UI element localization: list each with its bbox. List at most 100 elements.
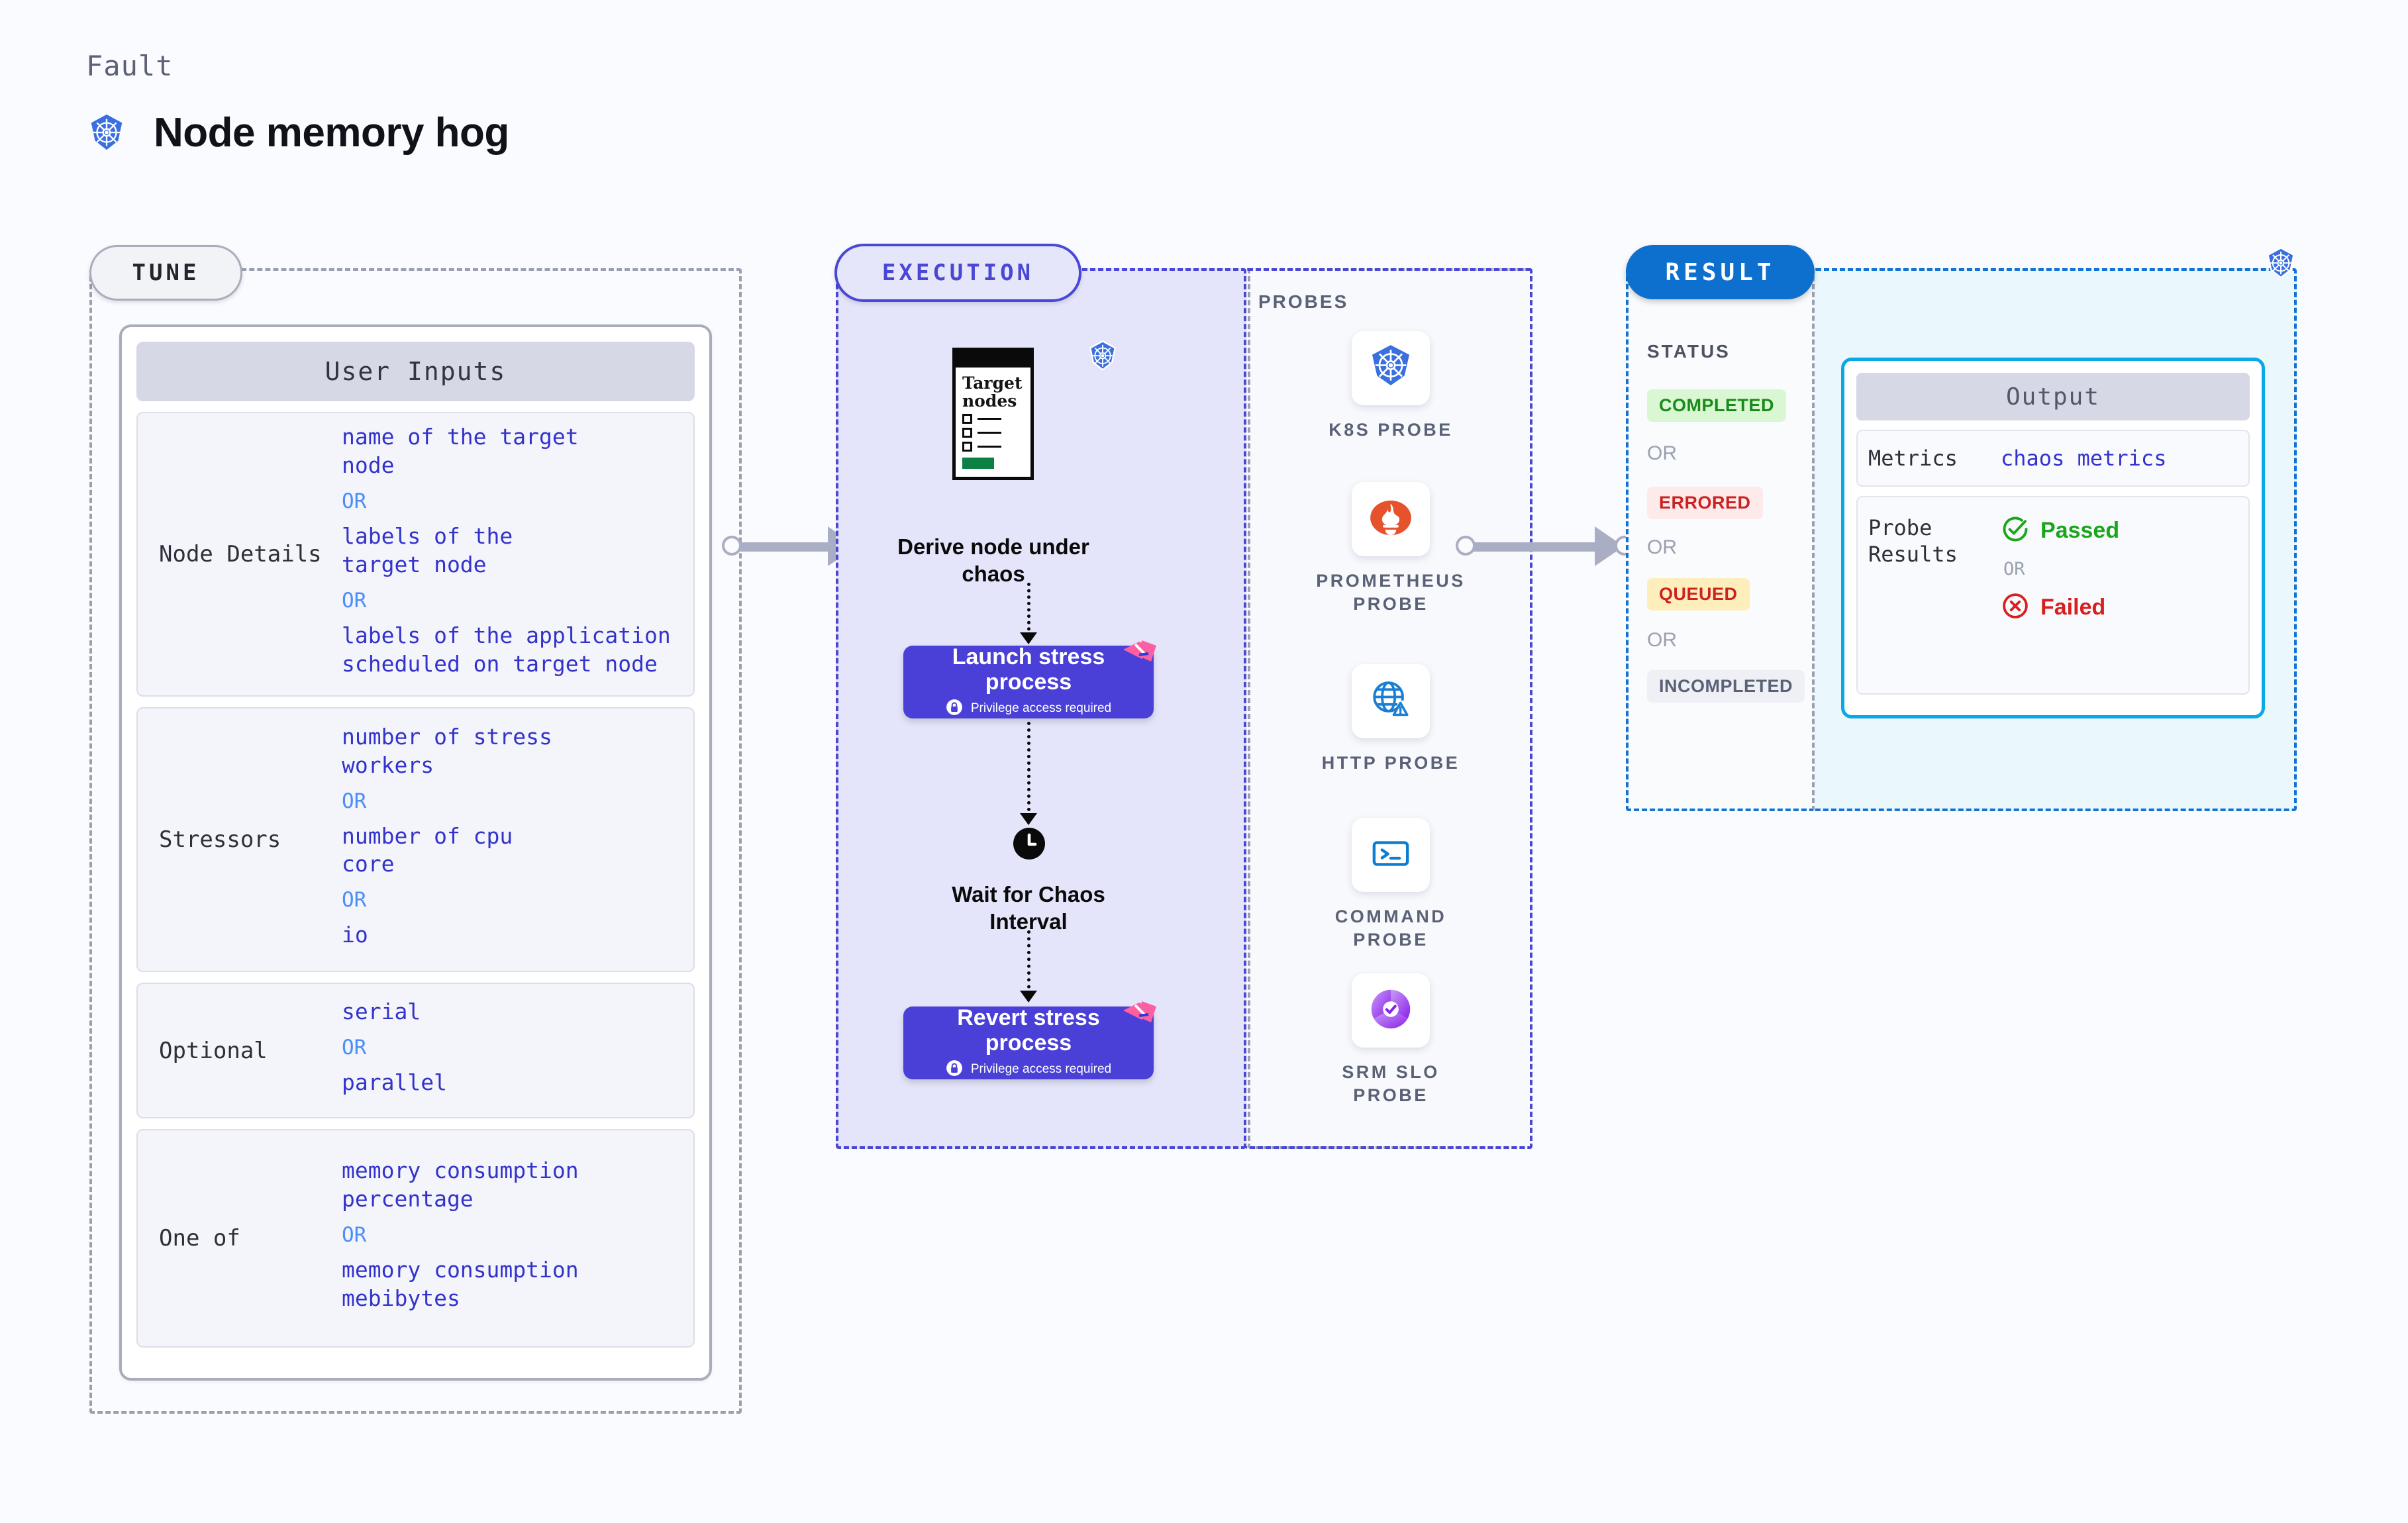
clock-icon [1013, 828, 1045, 860]
litmus-chaos-icon [1122, 639, 1158, 669]
slo-gauge-icon [1367, 985, 1415, 1036]
probe-result-failed: Failed [2001, 591, 2119, 624]
status-badge-incompleted: INCOMPLETED [1647, 670, 1805, 703]
value-text: memory consumption percentage [342, 1157, 579, 1212]
probe-passed-label: Passed [2040, 518, 2120, 543]
fault-kicker: Fault [86, 50, 174, 82]
flow-arrowhead [1020, 991, 1037, 1003]
flow-arrowhead [1020, 632, 1037, 644]
flow-connector [1027, 722, 1030, 818]
privilege-text: Privilege access required [970, 1062, 1112, 1077]
value-text: io [342, 922, 368, 948]
status-badge-completed: COMPLETED [1647, 389, 1787, 422]
user-inputs-card: User Inputs Node Details name of the tar… [119, 324, 712, 1381]
lock-icon [946, 1059, 963, 1080]
input-group-node-details: Node Details name of the target node OR … [136, 412, 695, 697]
value-text: labels of the application scheduled on t… [342, 622, 671, 677]
flow-connector [1027, 930, 1030, 995]
execution-pill: EXECUTION [834, 244, 1081, 302]
status-region [1626, 268, 1815, 811]
output-value: chaos metrics [2001, 446, 2167, 471]
user-inputs-header: User Inputs [136, 342, 695, 401]
input-group-label: Optional [159, 1037, 268, 1064]
target-nodes-card: Target nodes [952, 348, 1034, 480]
privilege-text: Privilege access required [970, 701, 1112, 716]
kubernetes-icon [1365, 341, 1417, 396]
probe-srm-slo[interactable]: SRM SLO PROBE [1295, 973, 1487, 1107]
prometheus-icon [1366, 493, 1416, 546]
probe-http[interactable]: HTTP PROBE [1295, 664, 1487, 775]
checkbox-icon [962, 442, 972, 452]
lock-icon [946, 699, 963, 719]
x-circle-icon [2001, 591, 2030, 624]
probe-tile [1352, 818, 1430, 892]
step-title: Launch stress process [952, 644, 1105, 695]
flow-arrowhead [1020, 813, 1037, 825]
probe-tile [1352, 664, 1430, 738]
probe-tile [1352, 482, 1430, 556]
or-separator: OR [1647, 629, 1677, 651]
litmus-chaos-icon [1122, 1000, 1158, 1030]
or-separator: OR [342, 489, 367, 514]
value-text: labels of the target node [342, 523, 513, 577]
or-separator: OR [342, 789, 367, 813]
status-badge-queued: QUEUED [1647, 578, 1750, 611]
probe-result-passed: Passed [2001, 515, 2119, 547]
probe-failed-label: Failed [2040, 595, 2106, 620]
step-label-derive-node: Derive node under chaos [897, 534, 1089, 587]
value-text: parallel [342, 1069, 447, 1095]
output-label: Metrics [1868, 446, 1958, 471]
checkbox-row [962, 414, 1030, 424]
flow-connector [1027, 583, 1030, 637]
output-row-probe-results: Probe Results Passed OR [1856, 496, 2250, 695]
privilege-note: Privilege access required [946, 1059, 1111, 1080]
input-group-values: number of stress workers OR number of cp… [342, 723, 681, 956]
connector-execution-to-result [1456, 526, 1634, 566]
probe-prometheus[interactable]: PROMETHEUS PROBE [1295, 482, 1487, 616]
probe-result-values: Passed OR Failed [2001, 515, 2119, 624]
probe-label: K8S PROBE [1329, 420, 1453, 440]
or-separator: OR [342, 588, 367, 613]
value-text: serial [342, 998, 421, 1024]
status-title: STATUS [1647, 341, 1731, 362]
input-group-optional: Optional serial OR parallel [136, 983, 695, 1118]
or-separator: OR [1647, 442, 1677, 464]
input-group-label: Node Details [159, 541, 322, 567]
checkbox-icon [962, 428, 972, 438]
input-group-one-of: One of memory consumption percentage OR … [136, 1129, 695, 1348]
tune-region [89, 268, 742, 1414]
step-revert-stress-process[interactable]: Revert stress process Privilege access r… [903, 1001, 1156, 1080]
output-label: Probe Results [1868, 515, 1958, 567]
tune-pill: TUNE [89, 245, 242, 301]
input-group-values: memory consumption percentage OR memory … [342, 1157, 681, 1320]
target-card-title: Target nodes [962, 373, 1023, 411]
probe-k8s[interactable]: K8S PROBE [1295, 331, 1487, 442]
probe-tile [1352, 973, 1430, 1048]
or-separator: OR [342, 1035, 367, 1059]
probe-command[interactable]: COMMAND PROBE [1295, 818, 1487, 952]
kubernetes-icon [2264, 246, 2298, 284]
kubernetes-icon [86, 113, 127, 154]
value-text: number of cpu core [342, 822, 513, 877]
privilege-note: Privilege access required [946, 699, 1111, 719]
or-separator: OR [342, 888, 367, 912]
input-group-values: serial OR parallel [342, 998, 681, 1104]
line-placeholder [978, 446, 1001, 448]
or-separator: OR [342, 1223, 367, 1247]
or-separator: OR [2003, 559, 2025, 579]
output-row-metrics: Metrics chaos metrics [1856, 430, 2250, 487]
input-group-values: name of the target node OR labels of the… [342, 423, 681, 685]
output-card: Output Metrics chaos metrics Probe Resul… [1841, 358, 2265, 718]
terminal-icon [1368, 830, 1414, 880]
probe-tile [1352, 331, 1430, 405]
step-title: Revert stress process [957, 1005, 1100, 1056]
value-text: memory consumption mebibytes [342, 1257, 579, 1311]
page-title: Node memory hog [154, 110, 509, 156]
input-group-label: One of [159, 1225, 240, 1252]
step-launch-stress-process[interactable]: Launch stress process Privilege access r… [903, 640, 1156, 719]
input-group-label: Stressors [159, 826, 281, 853]
input-group-stressors: Stressors number of stress workers OR nu… [136, 707, 695, 972]
checkbox-row [962, 428, 1030, 438]
kubernetes-icon [1086, 340, 1119, 376]
green-progress-bar [962, 458, 994, 469]
